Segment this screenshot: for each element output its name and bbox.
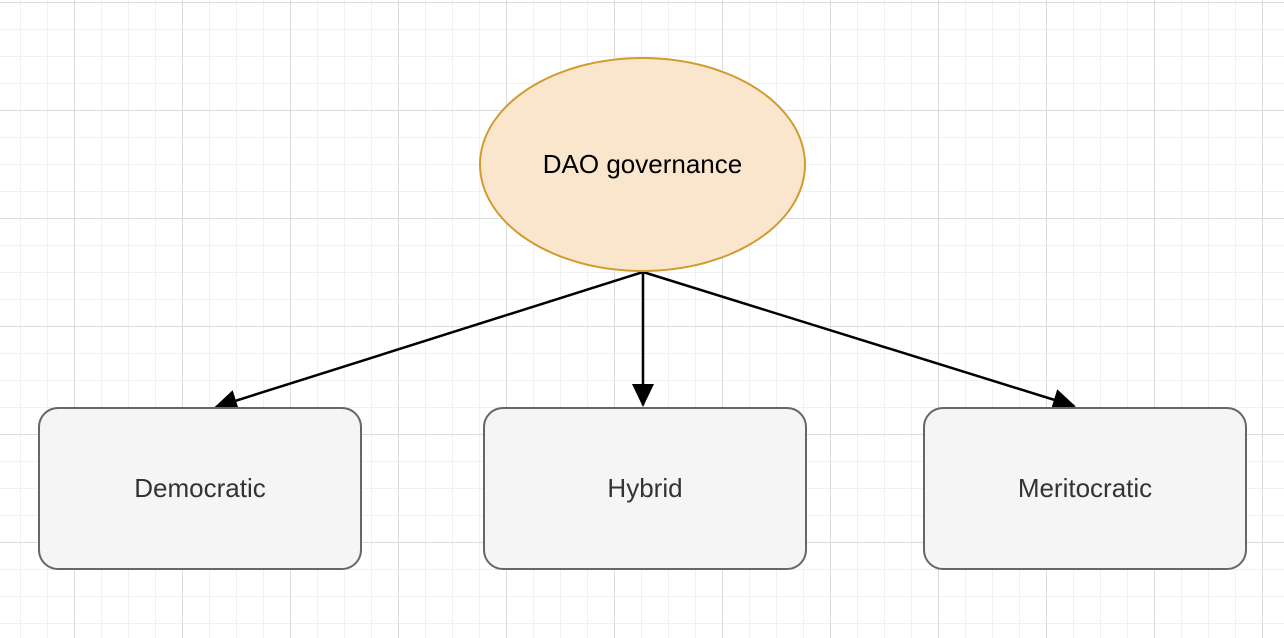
node-hybrid-label: Hybrid [607,473,683,503]
node-meritocratic-label: Meritocratic [1017,473,1153,503]
node-dao-governance[interactable]: DAO governance [479,57,806,272]
edge-dao-governance-to-democratic[interactable] [214,270,644,412]
node-dao-governance-label: DAO governance [542,149,743,179]
edge-dao-governance-to-meritocratic[interactable] [642,270,1076,411]
node-meritocratic[interactable]: Meritocratic [923,407,1247,570]
node-democratic[interactable]: Democratic [38,407,362,570]
node-democratic-label: Democratic [134,473,266,503]
node-hybrid[interactable]: Hybrid [483,407,807,570]
